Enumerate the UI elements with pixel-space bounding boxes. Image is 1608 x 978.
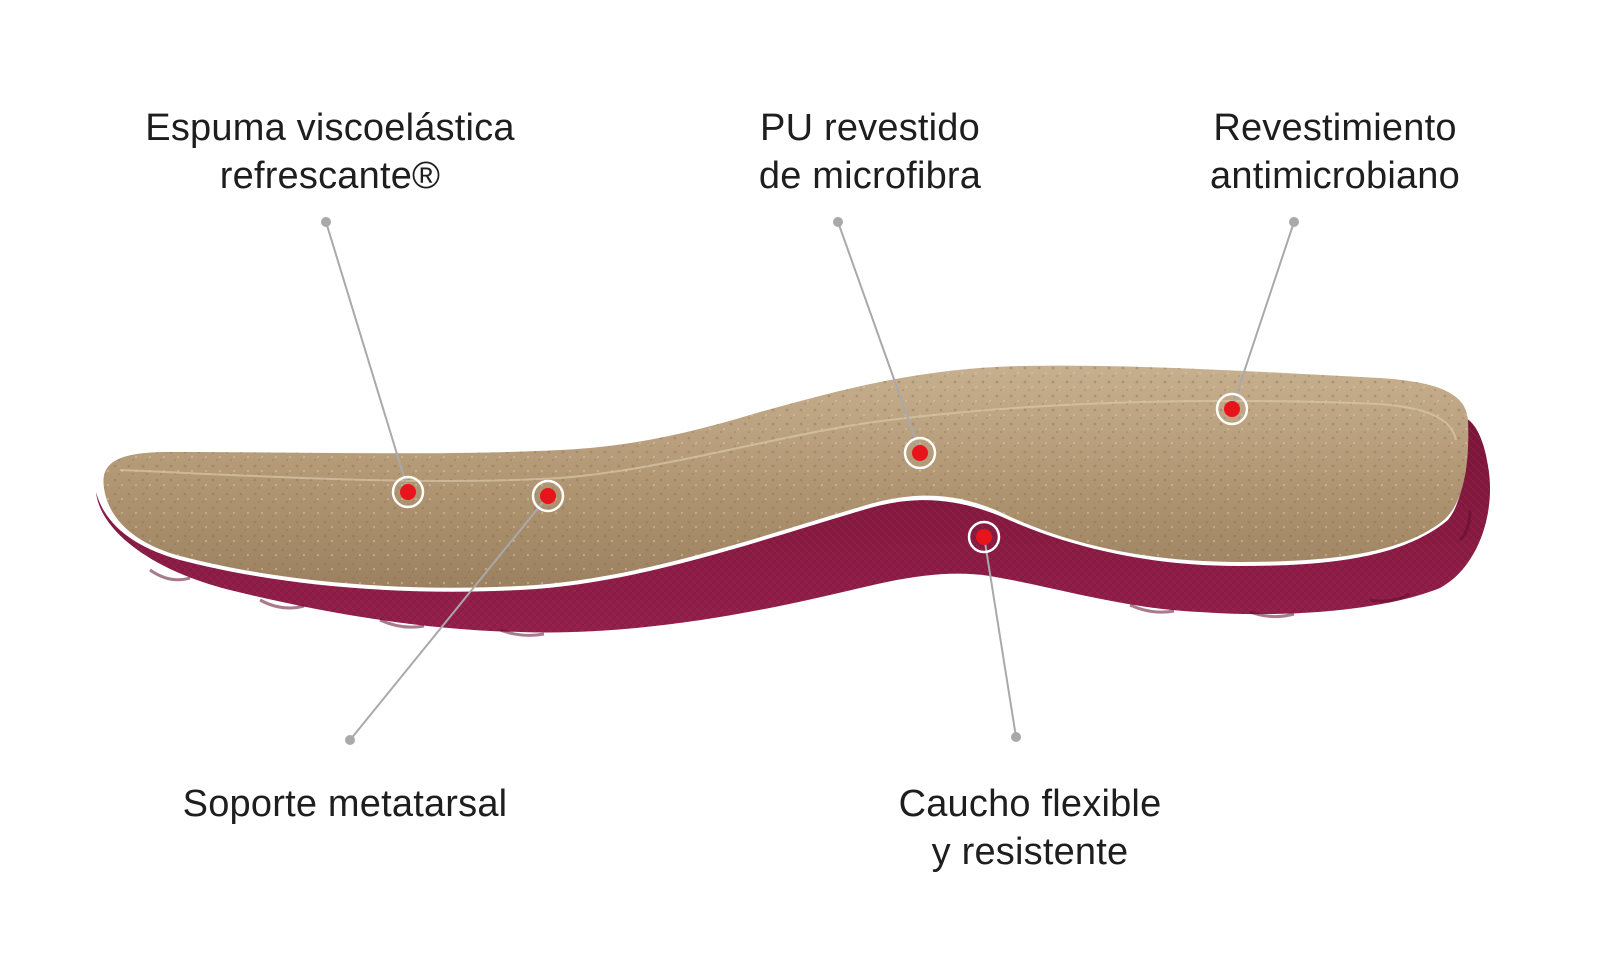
- callout-label-line: Caucho flexible: [898, 783, 1162, 825]
- leader-dot-pu: [833, 217, 843, 227]
- marker-foam: [391, 475, 425, 509]
- callout-label-antimicrobial: Revestimiento antimicrobiano: [1150, 104, 1520, 200]
- leader-dot-anti: [1289, 217, 1299, 227]
- leader-rubber: [983, 535, 1017, 738]
- leader-anti: [1231, 221, 1295, 409]
- leader-dot-foam: [321, 217, 331, 227]
- callout-label-line: refrescante®: [219, 155, 441, 197]
- callout-label-line: Revestimiento: [1213, 107, 1457, 149]
- callout-label-line: de microfibra: [758, 155, 982, 197]
- callout-label-rubber: Caucho flexible y resistente: [860, 780, 1200, 876]
- marker-rubber: [967, 520, 1001, 554]
- callout-label-metatarsal: Soporte metatarsal: [150, 780, 540, 828]
- leader-end-dots: [321, 217, 1299, 745]
- callout-label-line: antimicrobiano: [1210, 155, 1460, 197]
- markers: [391, 392, 1249, 554]
- leader-dot-meta: [345, 735, 355, 745]
- callout-label-pu: PU revestido de microfibra: [680, 104, 1060, 200]
- callout-label-line: Espuma viscoelástica: [145, 107, 515, 149]
- callout-label-line: Soporte metatarsal: [182, 783, 508, 825]
- marker-meta: [531, 479, 565, 513]
- marker-pu: [903, 436, 937, 470]
- callout-label-line: y resistente: [931, 831, 1129, 873]
- leader-meta: [349, 495, 549, 741]
- callout-label-foam: Espuma viscoelástica refrescante®: [120, 104, 540, 200]
- leader-foam: [325, 221, 409, 491]
- outsole: [96, 418, 1490, 637]
- leader-pu: [837, 221, 921, 453]
- leader-lines: [325, 221, 1295, 741]
- insole-foam: [103, 365, 1469, 588]
- marker-anti: [1215, 392, 1249, 426]
- leader-dot-rubber: [1011, 732, 1021, 742]
- callout-label-line: PU revestido: [760, 107, 980, 149]
